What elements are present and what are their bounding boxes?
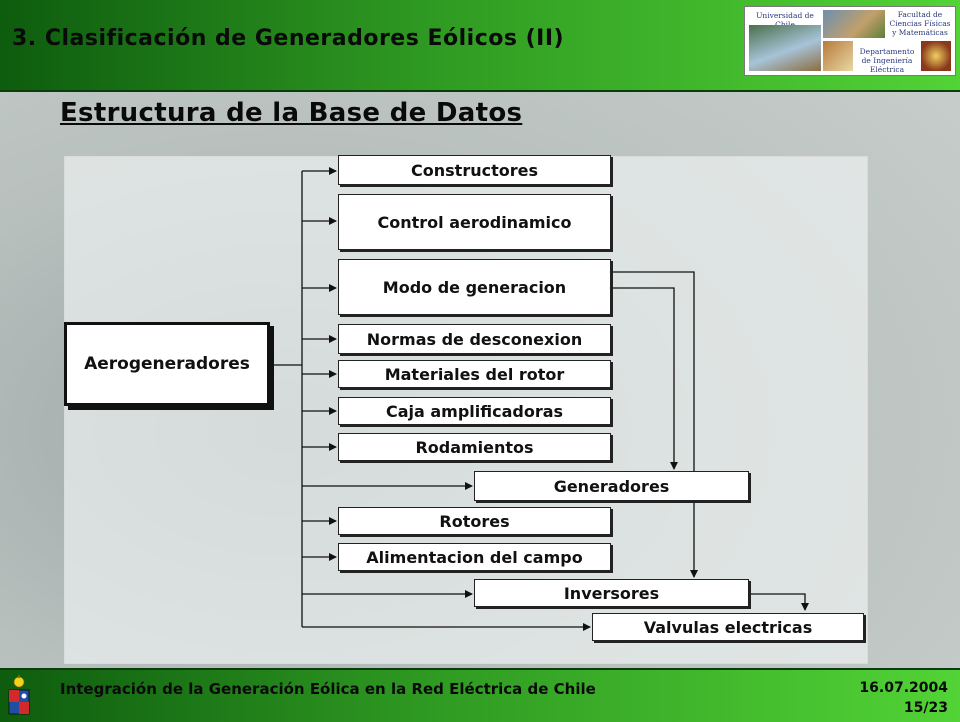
table-normas-de-desconexion[interactable]: Normas de desconexion — [338, 324, 611, 354]
table-modo-de-generacion[interactable]: Modo de generacion — [338, 259, 611, 315]
logo-photo-landscape — [749, 25, 821, 71]
logo-photo-wind — [823, 10, 885, 38]
table-caja-amplificadoras[interactable]: Caja amplificadoras — [338, 397, 611, 425]
university-crest-icon — [8, 674, 30, 715]
page-number: 15/23 — [903, 700, 948, 716]
table-materiales-del-rotor[interactable]: Materiales del rotor — [338, 360, 611, 388]
university-logo: Universidad de Chile Facultad de Ciencia… — [744, 6, 956, 76]
table-constructores[interactable]: Constructores — [338, 155, 611, 185]
table-aerogeneradores[interactable]: Aerogeneradores — [64, 322, 270, 406]
table-alimentacion-del-campo[interactable]: Alimentacion del campo — [338, 543, 611, 571]
table-generadores[interactable]: Generadores — [474, 471, 749, 501]
logo-university-text: Universidad de Chile — [756, 11, 814, 29]
footer-date: 16.07.2004 — [859, 680, 948, 696]
table-rodamientos[interactable]: Rodamientos — [338, 433, 611, 461]
logo-faculty-text: Facultad de Ciencias Físicas y Matemátic… — [889, 10, 951, 37]
logo-photo-tower — [823, 41, 853, 71]
slide-footer: Integración de la Generación Eólica en l… — [0, 668, 960, 722]
footer-title: Integración de la Generación Eólica en l… — [60, 680, 596, 698]
table-valvulas-electricas[interactable]: Valvulas electricas — [592, 613, 864, 641]
slide-title: 3. Clasificación de Generadores Eólicos … — [12, 26, 565, 51]
table-rotores[interactable]: Rotores — [338, 507, 611, 535]
logo-photo-spark — [921, 41, 951, 71]
table-control-aerodinamico[interactable]: Control aerodinamico — [338, 194, 611, 250]
slide-header: 3. Clasificación de Generadores Eólicos … — [0, 0, 960, 92]
slide-subtitle: Estructura de la Base de Datos — [60, 98, 523, 128]
logo-department-text: Departamento de Ingeniería Eléctrica — [859, 47, 915, 74]
table-inversores[interactable]: Inversores — [474, 579, 749, 607]
